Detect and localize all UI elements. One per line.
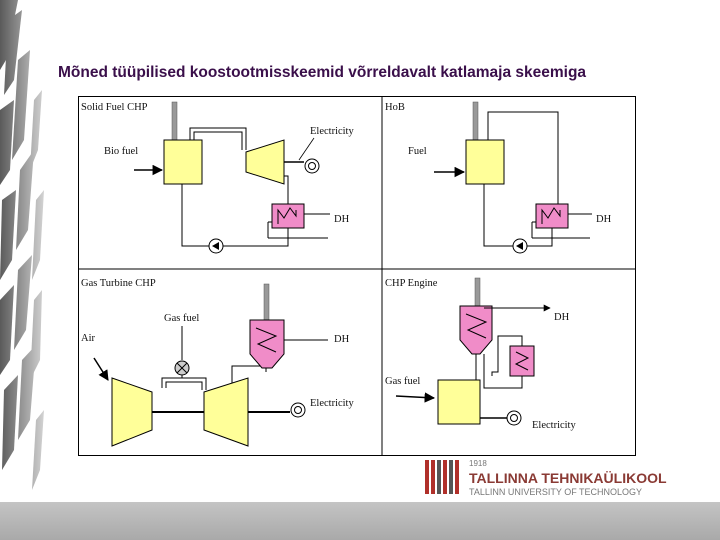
slide-title: Mõned tüüpilised koostootmisskeemid võrr…	[58, 64, 587, 81]
valve-cross-2	[176, 362, 188, 374]
exhaust-line	[231, 365, 267, 383]
feed-pump-arrow-icon	[212, 242, 219, 250]
dh-label: DH	[554, 312, 570, 323]
gas-fuel-label: Gas fuel	[385, 376, 420, 387]
panel-title-gas-turbine-chp: Gas Turbine CHP	[81, 278, 156, 289]
bottom-bar	[0, 502, 720, 540]
electricity-label: Electricity	[310, 126, 354, 137]
condensate-return-line	[181, 184, 289, 247]
steam-line	[189, 127, 247, 150]
coolant-hx-coil	[514, 351, 530, 371]
generator-inner-icon	[510, 414, 518, 422]
heat-recovery-boiler	[249, 319, 285, 369]
chp-schematics-diagram: Solid Fuel CHP Electricity Bio fuel DH	[78, 96, 636, 456]
steam-line-2	[193, 131, 243, 150]
panel-title-chp-engine: CHP Engine	[385, 278, 438, 289]
hrsg-coil	[255, 327, 278, 353]
heat-exchanger	[535, 203, 569, 229]
gas-turbine	[203, 377, 249, 447]
heat-exchanger	[271, 203, 305, 229]
gas-fuel-label: Gas fuel	[164, 313, 199, 324]
generator-icon	[304, 158, 320, 174]
left-decorative-texture	[0, 0, 60, 500]
chimney-stack	[474, 277, 481, 307]
fuel-label: Fuel	[408, 146, 427, 157]
dh-label: DH	[596, 214, 612, 225]
steam-turbine	[245, 139, 285, 185]
coolant-line-2	[483, 354, 523, 389]
gas-engine	[437, 379, 481, 425]
logo-name-en: TALLINN UNIVERSITY OF TECHNOLOGY	[469, 487, 642, 497]
electricity-arrow	[298, 137, 315, 161]
combustor-line-3	[181, 375, 207, 390]
panel-chp-engine: CHP Engine DH Gas fuel Electricity	[385, 277, 576, 431]
generator-icon	[290, 402, 306, 418]
hot-water-line	[487, 111, 559, 204]
circulation-pump-arrow-icon	[516, 242, 523, 250]
exhaust-heat-exchanger	[459, 305, 493, 355]
generator-inner-icon	[308, 162, 316, 170]
compressor	[111, 377, 153, 447]
combustor-line-2	[165, 381, 203, 390]
generator-inner-icon	[294, 406, 302, 414]
logo-mark-icon	[425, 460, 459, 494]
chimney-stack	[171, 101, 178, 141]
logo-year: 1918	[469, 459, 487, 468]
panel-hob: HoB Fuel DH	[385, 101, 612, 254]
panel-gas-turbine-chp: Gas Turbine CHP Gas fuel Air Electricity…	[81, 278, 354, 447]
air-label: Air	[81, 333, 96, 344]
diagram-frame	[78, 96, 636, 456]
dh-label: DH	[334, 334, 350, 345]
turbine-exhaust-line	[284, 175, 289, 204]
logo-name-et: TALLINNA TEHNIKAÜLIKOOL	[469, 470, 667, 486]
boiler	[465, 139, 505, 185]
electricity-label: Electricity	[310, 398, 354, 409]
chimney-stack	[472, 101, 479, 141]
university-logo: 1918 TALLINNA TEHNIKAÜLIKOOL TALLINN UNI…	[425, 459, 667, 497]
heat-exchanger-coil	[277, 207, 297, 224]
generator-icon	[506, 410, 522, 426]
gas-fuel-arrow	[395, 392, 436, 403]
panel-solid-fuel-chp: Solid Fuel CHP Electricity Bio fuel DH	[81, 101, 354, 254]
panel-title-hob: HoB	[385, 102, 405, 113]
coolant-line	[491, 335, 523, 376]
heat-exchanger-coil	[541, 207, 561, 224]
air-arrow	[93, 357, 109, 381]
exhaust-hx-coil	[465, 313, 488, 339]
dh-label: DH	[334, 214, 350, 225]
electricity-label: Electricity	[532, 420, 576, 431]
panel-title-solid-fuel-chp: Solid Fuel CHP	[81, 102, 148, 113]
boiler	[163, 139, 203, 185]
fuel-label: Bio fuel	[104, 146, 138, 157]
chimney-stack	[263, 283, 270, 321]
